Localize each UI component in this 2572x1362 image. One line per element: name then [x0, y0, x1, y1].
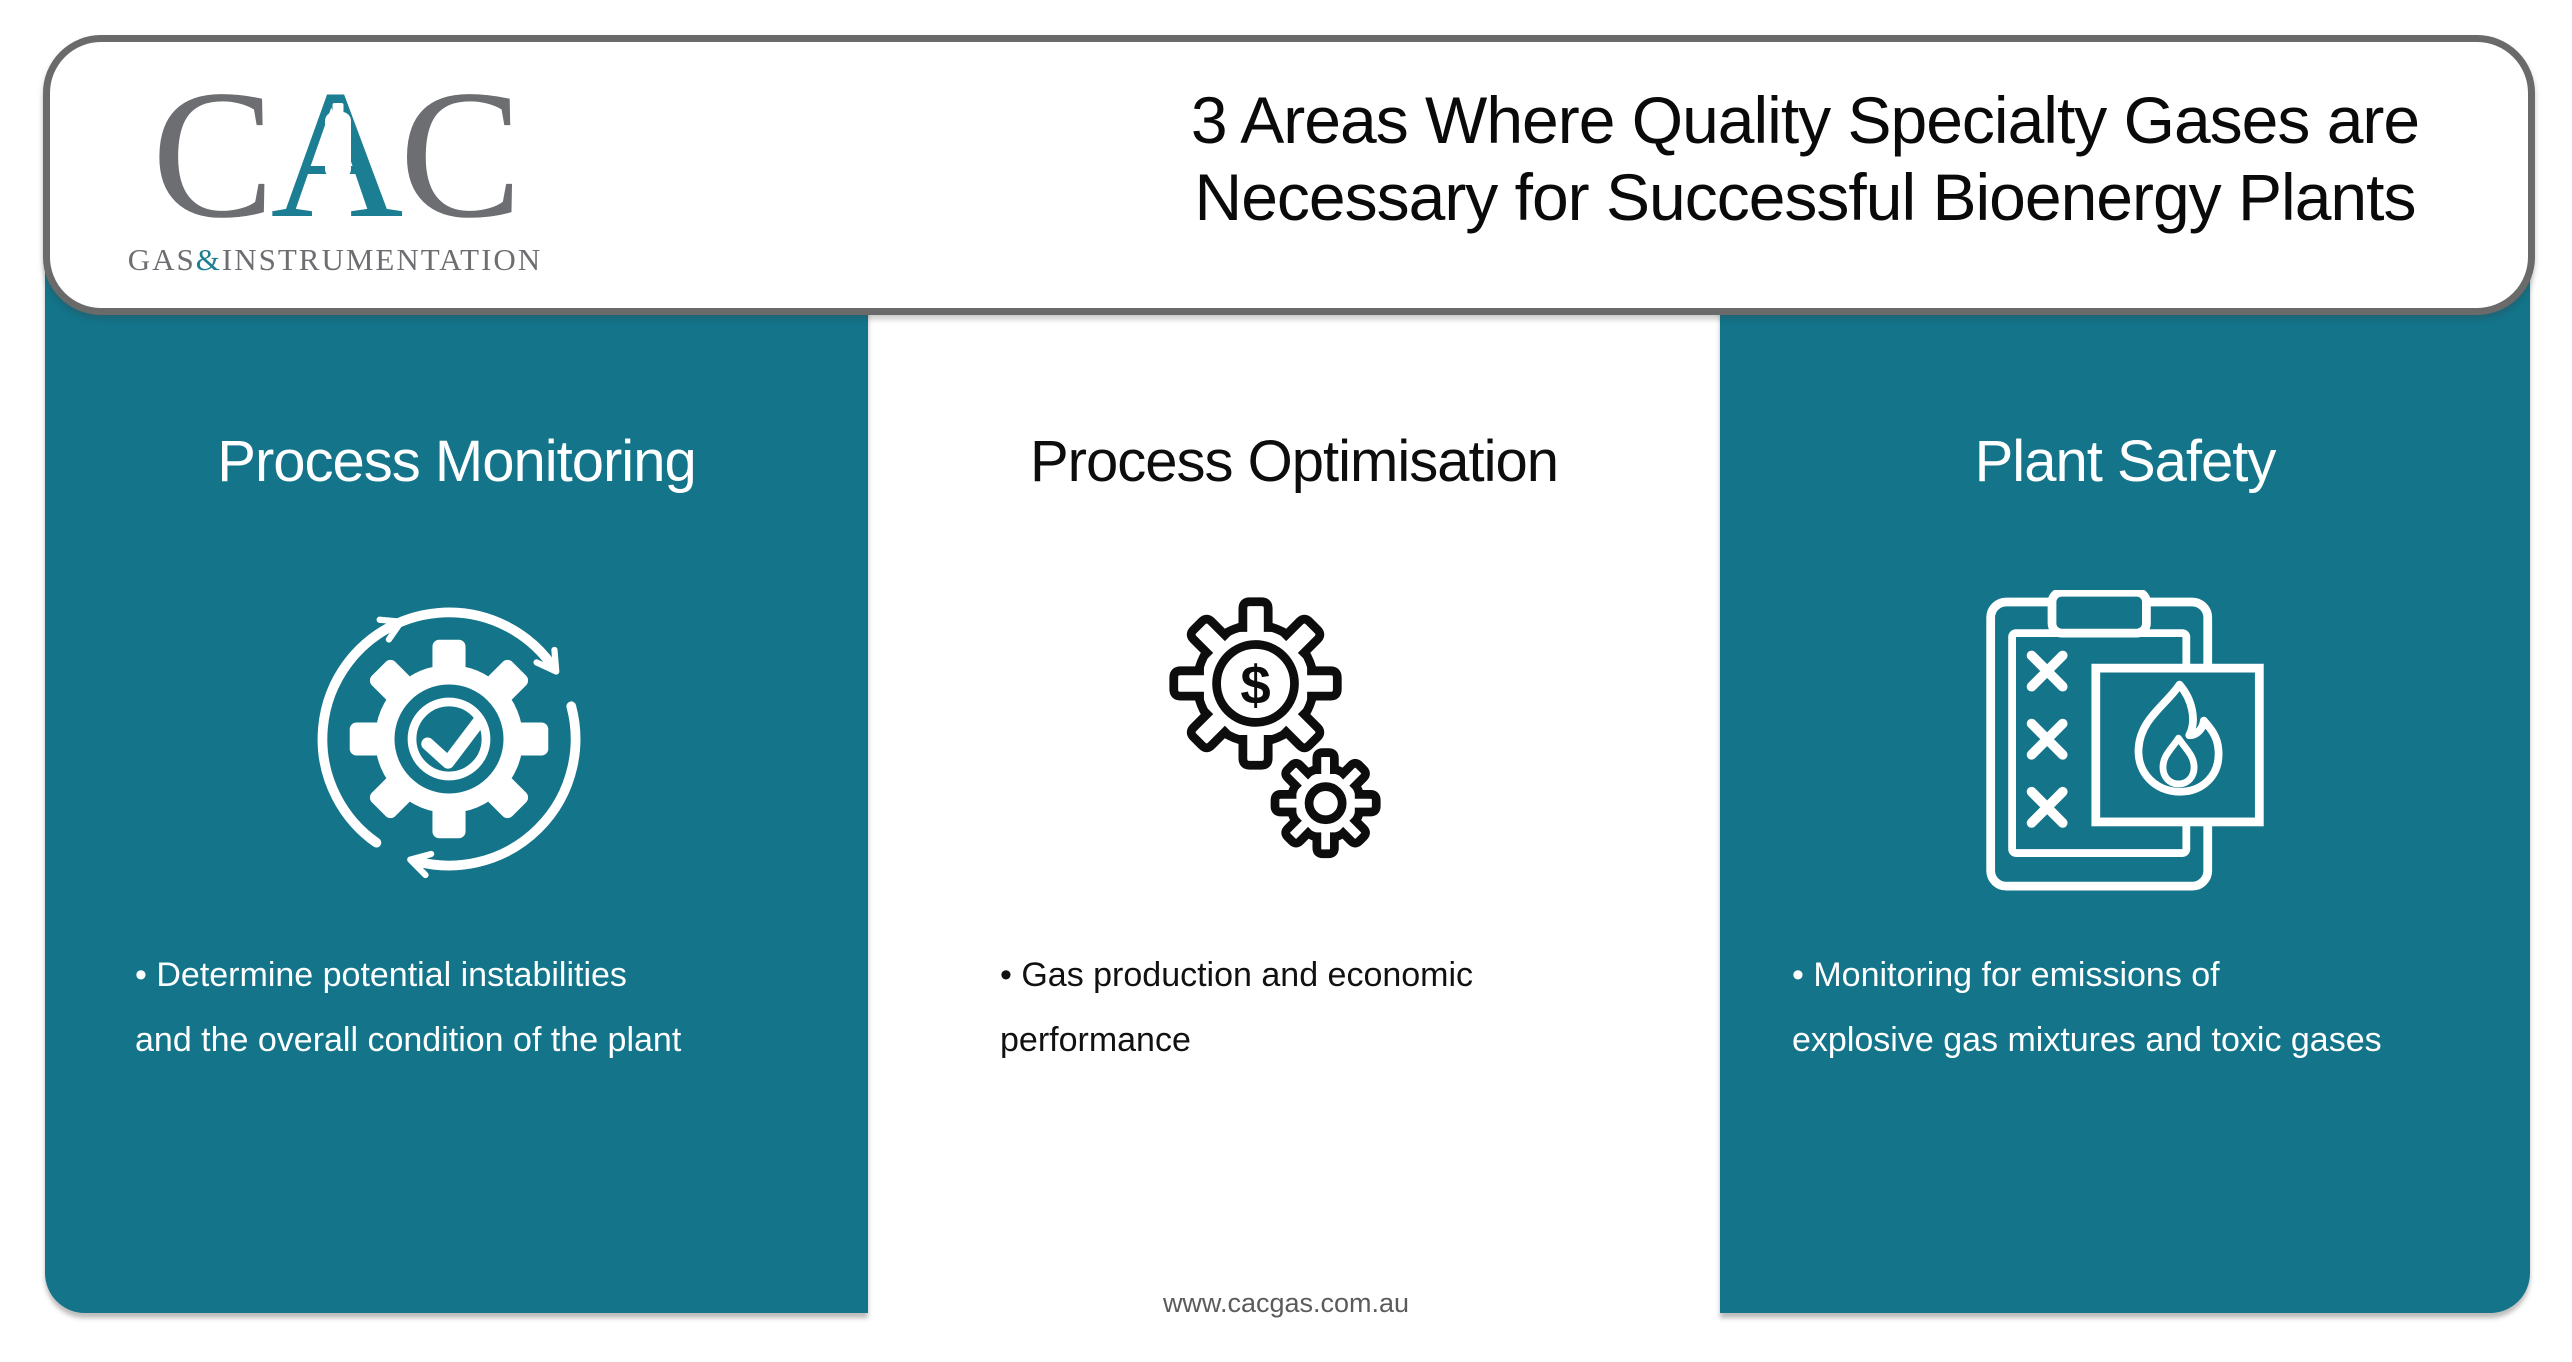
bullet-line: • Monitoring for emissions of — [1792, 956, 2220, 994]
logo-letter-c2: C — [399, 52, 522, 256]
gas-cylinder-icon — [324, 112, 351, 178]
cac-logo: CAC GAS&INSTRUMENTATION — [120, 60, 550, 278]
plant-safety-bullets: • Monitoring for emissions of explosive … — [1792, 943, 2494, 1073]
page-title-line2: Necessary for Successful Bioenergy Plant… — [1194, 160, 2417, 234]
page-title: 3 Areas Where Quality Specialty Gases ar… — [1125, 82, 2485, 236]
plant-safety-heading: Plant Safety — [1974, 429, 2277, 494]
logo-subtitle-instrumentation: INSTRUMENTATION — [221, 242, 543, 277]
bullet-line: explosive gas mixtures and toxic gases — [1792, 1021, 2382, 1059]
logo-letter-c1: C — [151, 52, 275, 256]
header-card: CAC GAS&INSTRUMENTATION 3 Areas Where Qu… — [43, 35, 2535, 315]
process-optimisation-heading: Process Optimisation — [1030, 429, 1559, 494]
logo-subtitle-gas: GAS — [127, 242, 196, 277]
cac-logo-subtitle: GAS&INSTRUMENTATION — [120, 242, 550, 278]
bullet-line: and the overall condition of the plant — [135, 1021, 682, 1059]
bullet-line: performance — [1000, 1021, 1191, 1059]
cac-logo-letters: CAC — [120, 60, 550, 248]
page-title-line1: 3 Areas Where Quality Specialty Gases ar… — [1190, 83, 2420, 157]
process-optimisation-bullets: • Gas production and economic performanc… — [1000, 943, 1684, 1073]
dollar-glyph: $ — [1240, 655, 1270, 716]
website-url: www.cacgas.com.au — [1162, 1288, 1410, 1318]
process-monitoring-heading: Process Monitoring — [217, 429, 696, 494]
gears-dollar-icon: $ — [1155, 591, 1395, 888]
bullet-line: • Gas production and economic — [1000, 956, 1474, 994]
logo-subtitle-ampersand: & — [195, 242, 222, 277]
process-cycle-check-icon — [303, 593, 595, 890]
clipboard-flame-icon — [1979, 587, 2271, 907]
bullet-line: • Determine potential instabilities — [135, 956, 627, 994]
process-monitoring-bullets: • Determine potential instabilities and … — [135, 943, 832, 1073]
logo-letter-a: A — [271, 60, 404, 248]
column-process-optimisation: Process Optimisation — [868, 50, 1720, 1313]
